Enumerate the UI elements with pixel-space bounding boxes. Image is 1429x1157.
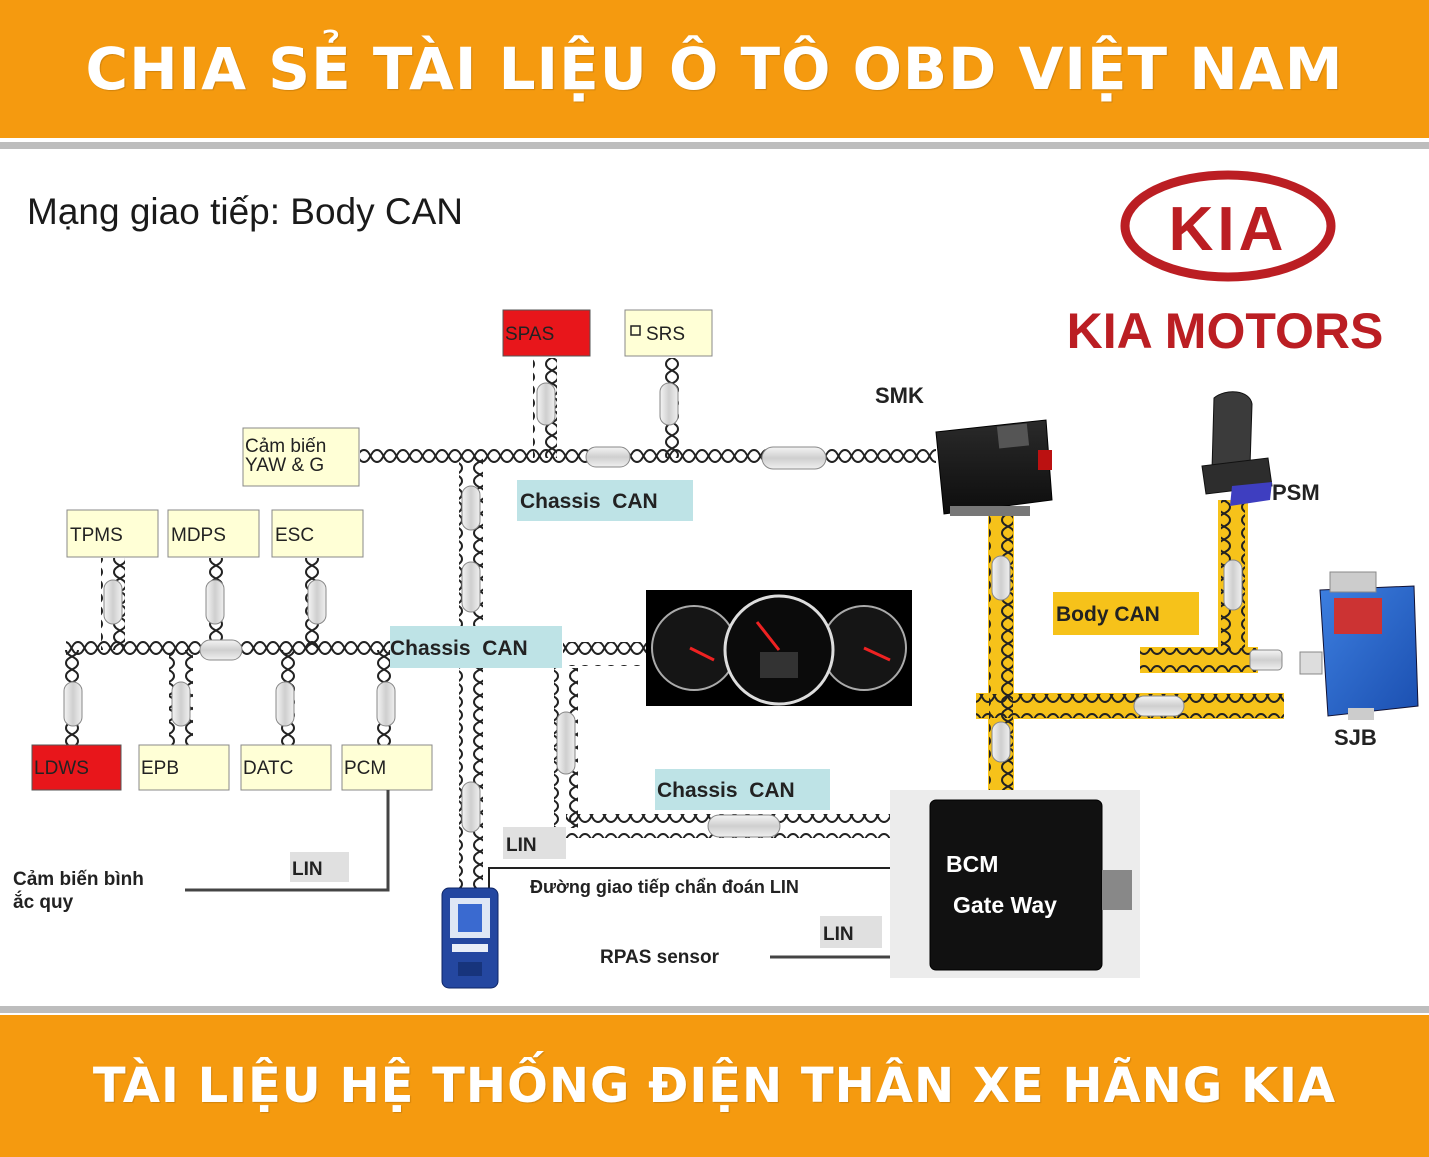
lin-label-1-text: LIN	[292, 859, 323, 880]
lin-label-1: LIN	[290, 852, 349, 882]
bottom-separator	[0, 1006, 1429, 1013]
module-pcm: PCM	[341, 744, 433, 791]
pcm-label: PCM	[344, 758, 386, 779]
ldws-label: LDWS	[34, 758, 89, 779]
psm-label: PSM	[1272, 480, 1320, 505]
mdps-label: MDPS	[171, 525, 226, 546]
lin-label-2-text: LIN	[506, 835, 537, 856]
yaw-label-line2: YAW & G	[245, 455, 324, 476]
bcm-gateway-unit: BCM Gate Way	[890, 790, 1140, 978]
sjb-unit: SJB	[1299, 571, 1419, 750]
module-yaw-sensor: Cảm biến YAW & G	[242, 427, 360, 487]
chassis-can-label-2: Chassis CAN	[390, 626, 562, 668]
gateway-label: Gate Way	[953, 892, 1057, 918]
sjb-label: SJB	[1334, 725, 1377, 750]
battery-sensor-line2: ắc quy	[13, 891, 74, 913]
kia-emblem-text: KIA	[1169, 195, 1288, 264]
lin-label-3-text: LIN	[823, 924, 854, 945]
chassis-can-label-2-text: Chassis CAN	[390, 637, 528, 660]
bottom-banner-text: TÀI LIỆU HỆ THỐNG ĐIỆN THÂN XE HÃNG KIA	[92, 1058, 1337, 1114]
srs-bullet-icon	[630, 325, 641, 336]
module-srs: SRS	[624, 309, 713, 357]
network-diagram: Mạng giao tiếp: Body CAN KIA KIA MOTORS	[0, 150, 1429, 1005]
instrument-cluster	[646, 590, 912, 706]
spas-label: SPAS	[505, 324, 554, 345]
body-can-label-text: Body CAN	[1056, 603, 1160, 626]
epb-label: EPB	[141, 758, 179, 779]
module-tpms: TPMS	[66, 509, 159, 558]
chassis-can-label-1-text: Chassis CAN	[520, 490, 658, 513]
srs-label: SRS	[646, 324, 685, 345]
chassis-can-label-1: Chassis CAN	[517, 480, 693, 521]
battery-sensor-line1: Cảm biến bình	[13, 869, 144, 890]
diagram-svg: Mạng giao tiếp: Body CAN KIA KIA MOTORS	[13, 170, 1419, 989]
diag-lin-label: Đường giao tiếp chẩn đoán LIN	[530, 877, 799, 897]
tpms-label: TPMS	[70, 525, 123, 546]
module-spas: SPAS	[502, 309, 591, 357]
datc-label: DATC	[243, 758, 293, 779]
body-can-label: Body CAN	[1053, 592, 1199, 635]
body-can-bus	[976, 500, 1284, 798]
lin-label-3: LIN	[820, 916, 882, 948]
diagram-title: Mạng giao tiếp: Body CAN	[27, 191, 463, 232]
kia-motors-text: KIA MOTORS	[1067, 303, 1384, 359]
top-banner: CHIA SẺ TÀI LIỆU Ô TÔ OBD VIỆT NAM	[0, 0, 1429, 138]
bcm-label: BCM	[946, 851, 998, 877]
kia-logo: KIA KIA MOTORS	[1067, 170, 1384, 359]
module-ldws: LDWS	[31, 744, 122, 791]
chassis-can-label-3-text: Chassis CAN	[657, 779, 795, 802]
rpas-label: RPAS sensor	[600, 947, 720, 968]
module-datc: DATC	[240, 744, 332, 791]
lin-lines	[185, 790, 934, 959]
chassis-can-label-3: Chassis CAN	[655, 769, 830, 810]
esc-label: ESC	[275, 525, 314, 546]
module-mdps: MDPS	[167, 509, 260, 558]
smk-label: SMK	[875, 383, 924, 408]
lin-label-2: LIN	[503, 827, 566, 859]
kia-emblem-oval	[1120, 170, 1336, 282]
module-esc: ESC	[271, 509, 364, 558]
bottom-banner: TÀI LIỆU HỆ THỐNG ĐIỆN THÂN XE HÃNG KIA	[0, 1015, 1429, 1157]
gds-scanner	[441, 887, 499, 989]
module-epb: EPB	[138, 744, 230, 791]
yaw-label-line1: Cảm biến	[245, 436, 326, 457]
bus-connectors	[63, 382, 1283, 838]
smk-unit: SMK	[875, 383, 1053, 516]
psm-seat: PSM	[1201, 391, 1320, 506]
top-banner-text: CHIA SẺ TÀI LIỆU Ô TÔ OBD VIỆT NAM	[85, 35, 1344, 103]
top-separator	[0, 142, 1429, 149]
